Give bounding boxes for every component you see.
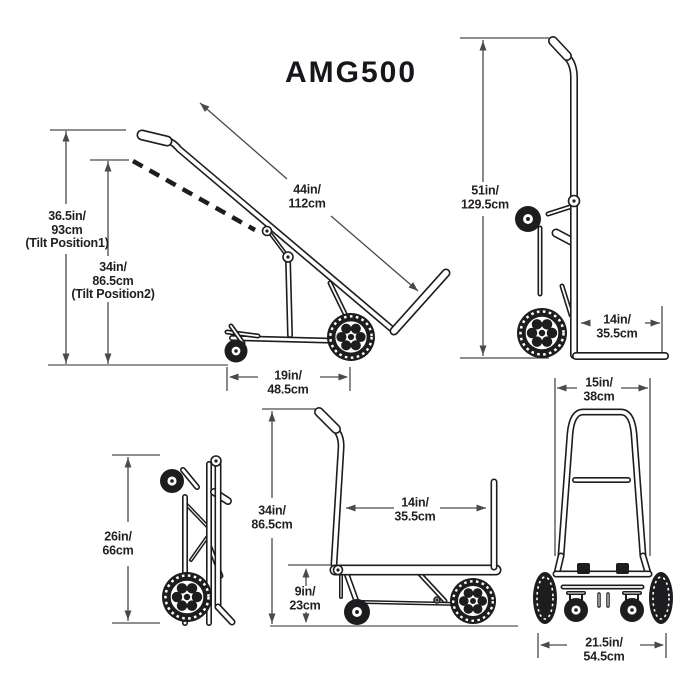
dim-label-overall-width: 21.5in/ 54.5cm <box>583 635 625 663</box>
dim-label-platform-length: 14in/ 35.5cm <box>394 495 436 523</box>
dim-label-nose-depth: 14in/ 35.5cm <box>596 312 638 340</box>
figure-upright-hand-truck <box>460 36 669 360</box>
dim-label-wheelbase: 19in/ 48.5cm <box>267 368 309 396</box>
figure-cart-mode <box>262 407 518 627</box>
dim-label-tilt-position-2: 34in/ 86.5cm (Tilt Position2) <box>71 259 155 301</box>
figure-folded-hand-truck <box>112 454 236 626</box>
figure-tilted-hand-truck <box>48 102 451 391</box>
dim-label-frame-length: 44in/ 112cm <box>288 182 326 210</box>
dim-label-tilt-position-1: 36.5in/ 93cm (Tilt Position1) <box>25 208 109 250</box>
dim-label-platform-height: 9in/ 23cm <box>289 584 321 612</box>
dim-label-handle-width: 15in/ 38cm <box>583 375 615 403</box>
dim-label-cart-height: 34in/ 86.5cm <box>251 503 293 531</box>
dim-label-folded-height: 26in/ 66cm <box>102 529 134 557</box>
dim-label-overall-height: 51in/ 129.5cm <box>461 183 509 211</box>
product-title: AMG500 <box>284 56 418 89</box>
figure-rear-view <box>533 378 673 658</box>
